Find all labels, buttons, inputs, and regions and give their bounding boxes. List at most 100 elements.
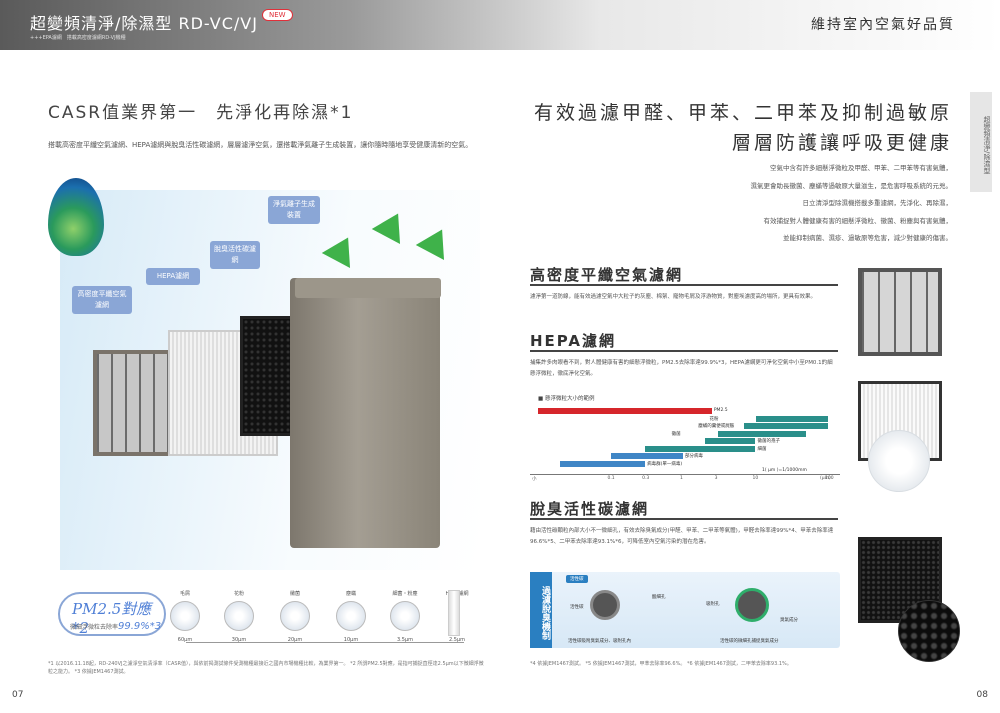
right-paragraph-line: 空氣中含有許多細懸浮微粒及甲醛、甲苯、二甲苯等有害氣體， [770,164,952,172]
chart-bar [717,430,807,437]
high-density-filter-photo [858,268,942,356]
pm25-badge-title: PM2.5對應*2 [72,600,152,637]
dust-mite-icon [336,601,366,631]
left-footnote: *1 以2016.11.18起，RD-240VJ之濾淨空氣清淨率（CASR值），… [48,661,484,675]
diagram-label: 臭氣成分 [780,618,798,623]
particle-label: 毛屑 [179,591,190,597]
diagram-label: 吸附孔 [706,602,720,607]
section-divider [530,518,838,520]
right-paragraph: 空氣中含有許多細懸浮微粒及甲醛、甲苯、二甲苯等有害氣體， 濕氣更會助長黴菌、塵蟎… [532,160,953,248]
particle-item: 細菌・粉塵 3.5μm [382,590,428,643]
pollen-icon [224,601,254,631]
chart-tick-label: 0.1 [607,476,615,481]
odor-capture-icon [735,588,769,622]
hair-icon [170,601,200,631]
chart-bar [744,423,828,429]
callout-carbon-filter: 脫臭活性碳濾網 [210,241,260,269]
chart-bar-label: 部分病毒 [685,454,703,459]
diagram-label: 酸細孔 [652,595,666,600]
mold-icon [280,601,310,631]
right-heading-2: 層層防護讓呼吸更健康 [731,132,952,154]
top-banner: 超變頻清淨/除濕型 RD-VC/VJ +++EPA濾網 搭載高密度濾網RD-VJ… [0,0,1000,50]
chart-bar [610,453,683,459]
chart-bar [645,445,756,452]
hepa-bar-icon [448,590,460,636]
section-divider [530,284,838,286]
chart-unit-note: 1( μm )=1/1000mm [762,468,807,473]
right-paragraph-line: 並能抑制病菌、濕疹、過敏原等危害，減少對健康的傷害。 [783,234,952,242]
section-hepa-title: HEPA濾網 [530,332,617,350]
chart-tick-label: 0.3 [642,476,650,481]
section-title: 維持室內空氣好品質 [811,17,955,33]
section-carbon-title: 脫臭活性碳濾網 [530,500,650,518]
diagram-tag-carbon: 活性碳 [566,575,588,583]
chart-unit: (μm) [820,476,831,481]
chart-x-axis [530,474,840,475]
particle-size: 30μm [231,637,247,643]
chart-tick-label: 100 [825,476,834,481]
particle-size: 10μm [343,637,359,643]
pm25-badge-subtitle: 微細浮微粒去除率99.9%*3 [70,621,161,632]
particle-label: 塵蟎 [345,591,356,597]
chart-tick-label: 小 [532,477,537,482]
chart-bar-label: 黴菌 [671,431,681,437]
diagram-caption: 活性碳吸附臭氣成分、吸附孔內 [568,639,631,644]
chart-bar-label: 塵蟎的糞便或屍骸 [698,424,735,429]
section-hepa-text: 捕集許多肉眼看不到，對人體健康有害的細懸浮微粒，PM2.5去除率達99.9%*3… [530,360,833,377]
particle-size: 60μm [177,637,193,643]
chart-tick-label: 1 [680,476,683,481]
chart-bar [559,460,646,467]
pm25-badge-percent: 99.9%*3 [118,621,162,632]
chart-bar [704,438,756,444]
diagram-caption: 活性碳的微細孔捕捉臭氣成分 [720,639,779,644]
section-carbon-text: 藉由活性碳顆粒內部大小不一微細孔，有效去除臭氣成分(甲醛、甲苯、二甲苯等氣體)，… [530,528,834,545]
section-high-density-text: 濾淨第一道防線，能有效過濾空氣中大粒子的灰塵、棉絮、寵物毛屑及浮游物質，對塵埃濾… [530,294,817,300]
section-high-density-title: 高密度平纖空氣濾網 [530,266,684,284]
chart-bar-label: 花粉 [709,416,719,422]
size-axis-line [186,642,464,643]
pm25-badge: PM2.5對應*2 微細浮微粒去除率99.9%*3 [58,592,166,637]
chart-bar [538,408,712,414]
dehumidifier-image [290,278,440,548]
hepa-fiber-closeup [868,430,930,492]
chart-bar-label: 黴菌的孢子 [757,439,781,444]
diagram-label: 活性碳 [570,605,584,610]
particle-size: 20μm [287,637,303,643]
particle-label: 花粉 [233,591,244,597]
chart-tick-label: 10 [752,476,759,481]
right-paragraph-line: 日立清淨型除濕機搭載多重濾網，先淨化、再除濕， [802,199,953,207]
particle-item: 毛屑 60μm [162,590,208,643]
dehumidifier-top [295,278,441,298]
left-paragraph: 搭載高密度平纖空氣濾網、HEPA濾網與脫臭活性碳濾網，層層濾淨空氣，還搭載淨氣離… [48,141,473,149]
pm25-badge-label: 微細浮微粒去除率 [70,624,119,631]
bacteria-icon [390,601,420,631]
product-subtitle: +++EPA濾網 搭載高密度濾網RD-VJ機種 [30,35,126,41]
particle-item: 塵蟎 10μm [328,590,374,643]
water-drop-icon [48,178,104,256]
callout-hepa-filter: HEPA濾網 [146,268,200,285]
side-tab[interactable]: 超變頻清淨/除濕型 [970,92,992,192]
chart-bar-label: 細菌 [757,446,767,452]
right-paragraph-line: 有效捕捉對人體健康有害的細懸浮微粒、黴菌、粉塵與有害氣體， [763,216,953,225]
chart-bar-label: PM2.5 [713,408,728,413]
particle-size: 2.5μm [448,637,465,643]
right-paragraph-line: 濕氣更會助長黴菌、塵蟎等過敏原大量滋生，是危害呼吸系統的元兇。 [750,181,953,190]
callout-high-density-filter: 高密度平纖空氣濾網 [72,286,132,314]
product-title: 超變頻清淨/除濕型 RD-VC/VJ [30,14,258,33]
deodorize-diagram-side-label: 過濾脫臭機制 [530,572,552,648]
left-heading: CASR值業界第一 先淨化再除濕*1 [48,103,354,123]
chart-tick-label: 3 [714,476,718,481]
chart-bar [755,415,828,422]
deodorize-diagram [530,572,840,648]
particle-chart-heading: ■ 懸浮微粒大小的範例 [538,396,595,402]
right-heading-1: 有效過濾甲醛、甲苯、二甲苯及抑制過敏原 [533,102,952,124]
section-divider [530,350,838,352]
particle-size: 3.5μm [396,637,413,643]
new-badge: NEW [262,9,293,21]
particle-label: 細菌・粉塵 [392,591,418,597]
callout-ion-generator: 淨氣離子生成裝置 [268,196,320,224]
carbon-honeycomb-closeup [898,600,960,662]
